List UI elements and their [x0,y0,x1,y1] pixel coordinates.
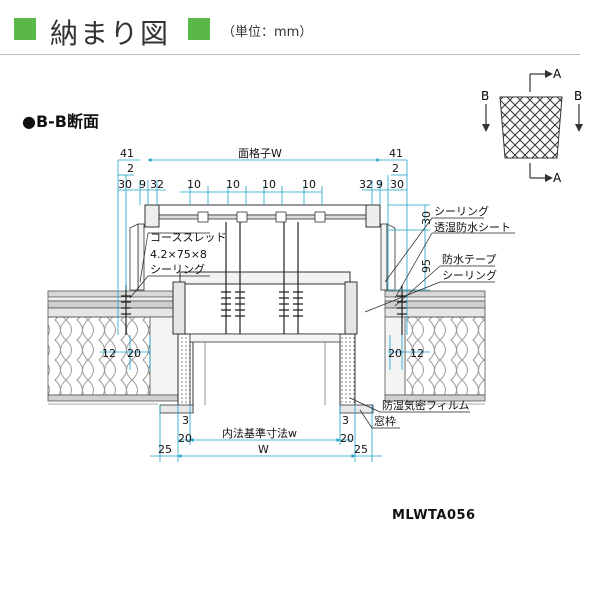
page-title: 納まり図 [50,17,171,50]
dim-mid-10a: 10 [187,178,201,191]
label-sealing-right-mid: シーリング [442,268,497,282]
dim-right-20: 20 [388,347,402,360]
key-label-a-bottom: A [553,171,562,185]
section-label: ●B-B断面 [22,112,99,131]
callout-labels: コーススレッド 4.2×75×8 シーリング シーリング 透湿防水シート 防水テ… [150,204,511,428]
key-label-a-top: A [553,67,562,81]
dim-right-12: 12 [410,347,424,360]
dim-left-41: 41 [120,147,134,160]
title-bar: 納まり図 （単位：mm） [0,0,600,60]
label-coarse-thread: コーススレッド [150,231,226,244]
dimension-lines [100,158,430,462]
model-number: MLWTA056 [392,508,476,523]
label-window-frame: 窓枠 [374,414,396,428]
title-rule [0,54,580,55]
dim-bottom-3-left: 3 [182,414,189,427]
title-square-left [14,18,36,40]
dim-inner-w: 内法基準寸法w [222,426,297,440]
dim-vert-30: 30 [420,211,433,225]
label-sealing-left: シーリング [150,262,205,276]
dim-mid-10b: 10 [226,178,240,191]
dim-mid-10c: 10 [262,178,276,191]
dim-right-41: 41 [389,147,403,160]
title-square-right [188,18,210,40]
dim-right-32: 32 [359,178,373,191]
dim-left-32: 32 [150,178,164,191]
leader-lines [129,217,515,429]
dim-bottom-W: W [258,443,269,456]
dim-right-2: 2 [392,162,399,175]
dim-bottom-3-right: 3 [342,414,349,427]
dim-bottom-20-left: 20 [178,432,192,445]
screws [121,222,407,335]
key-label-b-right: B [574,89,582,103]
label-screw-size: 4.2×75×8 [150,248,207,261]
dim-bottom-25-left: 25 [158,443,172,456]
dim-top-w: 面格子W [238,146,282,160]
dim-left-30: 30 [118,178,132,191]
dim-bottom-25-right: 25 [354,443,368,456]
window-sash [172,271,358,405]
dim-mid-10d: 10 [302,178,316,191]
lattice-grille [129,204,396,291]
label-vapor-film: 防湿気密フィルム [382,398,470,412]
dim-right-30: 30 [390,178,404,191]
label-moisture-sheet: 透湿防水シート [434,220,511,234]
dim-left-2: 2 [127,162,134,175]
dim-right-9: 9 [376,178,383,191]
dim-vert-95: 95 [420,259,433,273]
dim-left-9: 9 [139,178,146,191]
dim-bottom-20-right: 20 [340,432,354,445]
dim-left-12: 12 [102,347,116,360]
dimension-texts: 面格子W 41 2 30 9 32 10 10 10 10 32 9 30 41… [102,146,433,456]
dim-left-20: 20 [127,347,141,360]
label-sealing-right-top: シーリング [434,204,489,218]
key-label-b-left: B [481,89,489,103]
key-diagram: A A B B [481,67,583,185]
label-waterproof-tape: 防水テープ [442,252,496,266]
unit-label: （単位：mm） [222,25,313,40]
wall-structure [47,290,486,414]
